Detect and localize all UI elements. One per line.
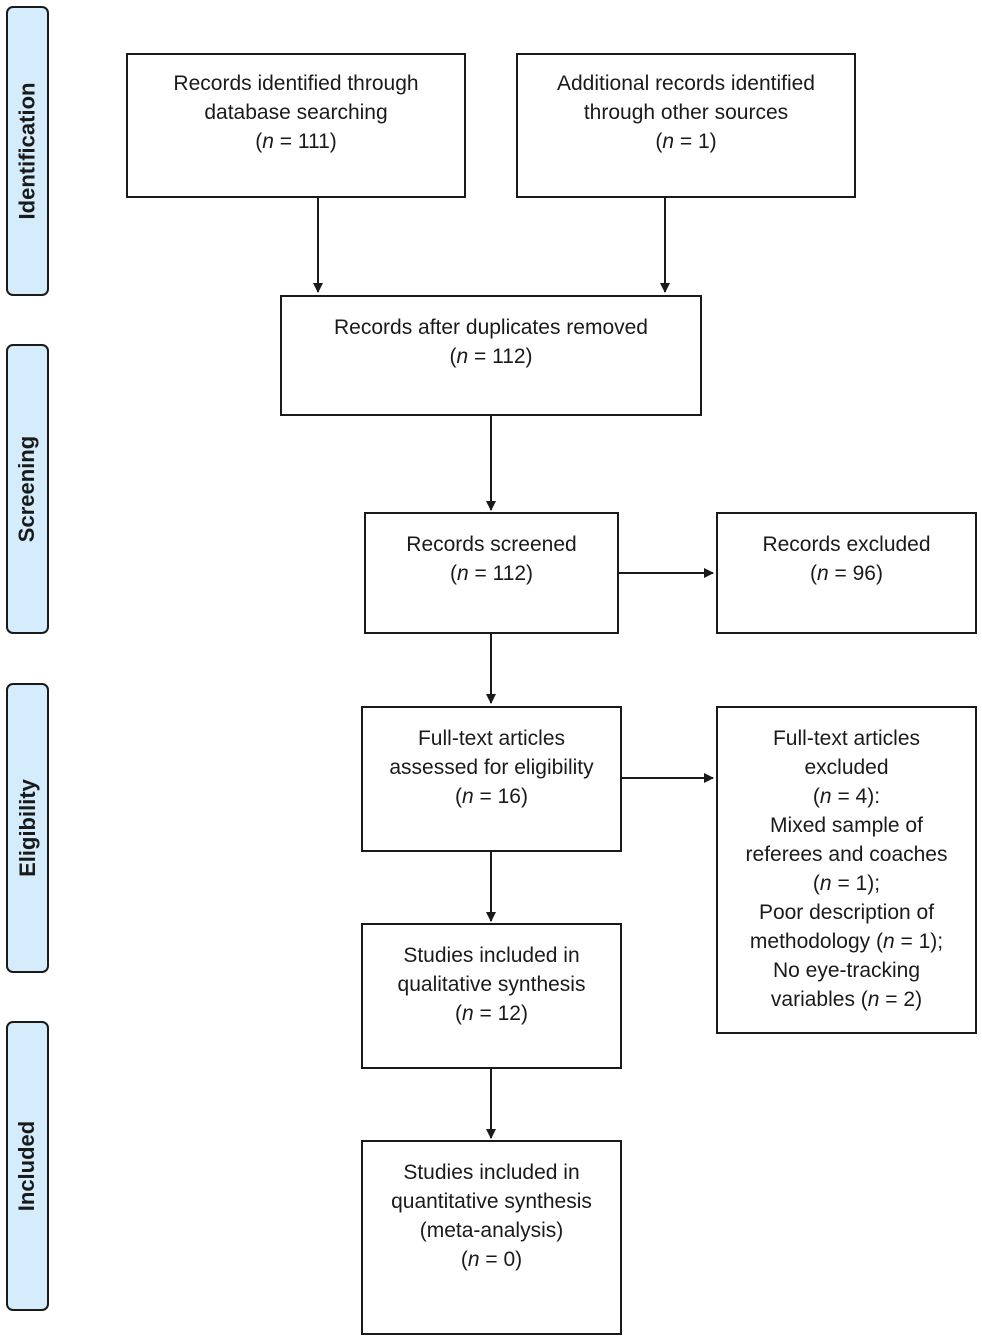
- box-fulltext-assessed: Full-text articles assessed for eligibil…: [361, 706, 622, 852]
- ftex-line2: excluded: [804, 756, 889, 779]
- ftex-line10: variables (n = 2): [770, 988, 923, 1011]
- other-line2: through other sources: [583, 101, 789, 124]
- dedup-line1: Records after duplicates removed: [334, 316, 648, 339]
- ftex-line9: No eye-tracking: [772, 959, 921, 982]
- ftex-count: (n = 4):: [812, 785, 881, 808]
- fulltext-count: (n = 16): [455, 785, 528, 808]
- ftex-line5: referees and coaches: [745, 843, 948, 866]
- qual-line1: Studies included in: [403, 944, 580, 967]
- db-line2: database searching: [204, 101, 388, 124]
- box-records-excluded: Records excluded (n = 96): [716, 512, 977, 634]
- excluded-line1: Records excluded: [762, 533, 931, 556]
- quant-line3: (meta-analysis): [419, 1219, 564, 1242]
- ftex-line4: Mixed sample of: [770, 814, 923, 837]
- box-qualitative-synthesis: Studies included in qualitative synthesi…: [361, 923, 622, 1069]
- other-line1: Additional records identified: [557, 72, 815, 95]
- phase-identification: Identification: [6, 6, 49, 296]
- fulltext-line2: assessed for eligibility: [389, 756, 594, 779]
- dedup-count: (n = 112): [449, 345, 533, 368]
- ftex-line1: Full-text articles: [772, 727, 921, 750]
- quant-line2: quantitative synthesis: [391, 1190, 592, 1213]
- box-quantitative-synthesis: Studies included in quantitative synthes…: [361, 1140, 622, 1335]
- fulltext-line1: Full-text articles: [417, 727, 566, 750]
- box-duplicates-removed: Records after duplicates removed (n = 11…: [280, 295, 702, 416]
- box-records-screened: Records screened (n = 112): [364, 512, 619, 634]
- phase-screening: Screening: [6, 344, 49, 634]
- phase-eligibility: Eligibility: [6, 683, 49, 973]
- screened-count: (n = 112): [449, 562, 534, 585]
- other-count: (n = 1): [655, 130, 717, 153]
- ftex-line7: Poor description of: [758, 901, 935, 924]
- excluded-count: (n = 96): [810, 562, 883, 585]
- box-database-searching: Records identified through database sear…: [126, 53, 466, 198]
- ftex-line8: methodology (n = 1);: [749, 930, 944, 953]
- quant-count: (n = 0): [460, 1248, 523, 1271]
- box-fulltext-excluded: Full-text articles excluded (n = 4): Mix…: [716, 706, 977, 1034]
- quant-line1: Studies included in: [403, 1161, 580, 1184]
- ftex-line6: (n = 1);: [812, 872, 881, 895]
- db-line1: Records identified through: [173, 72, 419, 95]
- box-other-sources: Additional records identified through ot…: [516, 53, 856, 198]
- phase-included: Included: [6, 1021, 49, 1311]
- db-count: (n = 111): [255, 130, 337, 153]
- screened-line1: Records screened: [406, 533, 577, 556]
- qual-count: (n = 12): [455, 1002, 528, 1025]
- qual-line2: qualitative synthesis: [397, 973, 586, 996]
